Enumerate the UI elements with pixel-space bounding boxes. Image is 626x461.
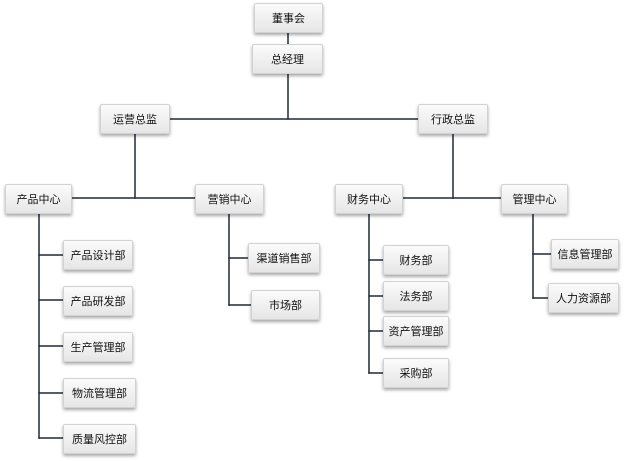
node-logistics-mgmt: 物流管理部 [63, 378, 136, 408]
node-coo: 运营总监 [100, 104, 170, 134]
node-channel-sales: 渠道销售部 [248, 243, 320, 273]
node-procurement: 采购部 [383, 358, 449, 388]
node-product-rnd: 产品研发部 [63, 286, 133, 316]
node-quality-risk: 质量风控部 [63, 424, 136, 454]
node-legal-dept: 法务部 [383, 281, 449, 311]
node-market: 市场部 [251, 290, 320, 320]
node-board: 董事会 [254, 3, 323, 33]
node-finance-dept: 财务部 [383, 245, 449, 275]
node-ceo: 总经理 [252, 44, 323, 74]
node-product-center: 产品中心 [5, 184, 72, 214]
node-management-center: 管理中心 [501, 184, 568, 214]
node-production-mgmt: 生产管理部 [63, 332, 133, 362]
node-finance-center: 财务中心 [335, 184, 403, 214]
node-info-mgmt: 信息管理部 [551, 239, 619, 269]
node-marketing-center: 营销中心 [195, 184, 264, 214]
node-asset-mgmt: 资产管理部 [383, 316, 449, 346]
node-cao: 行政总监 [418, 104, 488, 134]
node-product-design: 产品设计部 [63, 240, 133, 270]
node-hr-dept: 人力资源部 [548, 283, 619, 313]
